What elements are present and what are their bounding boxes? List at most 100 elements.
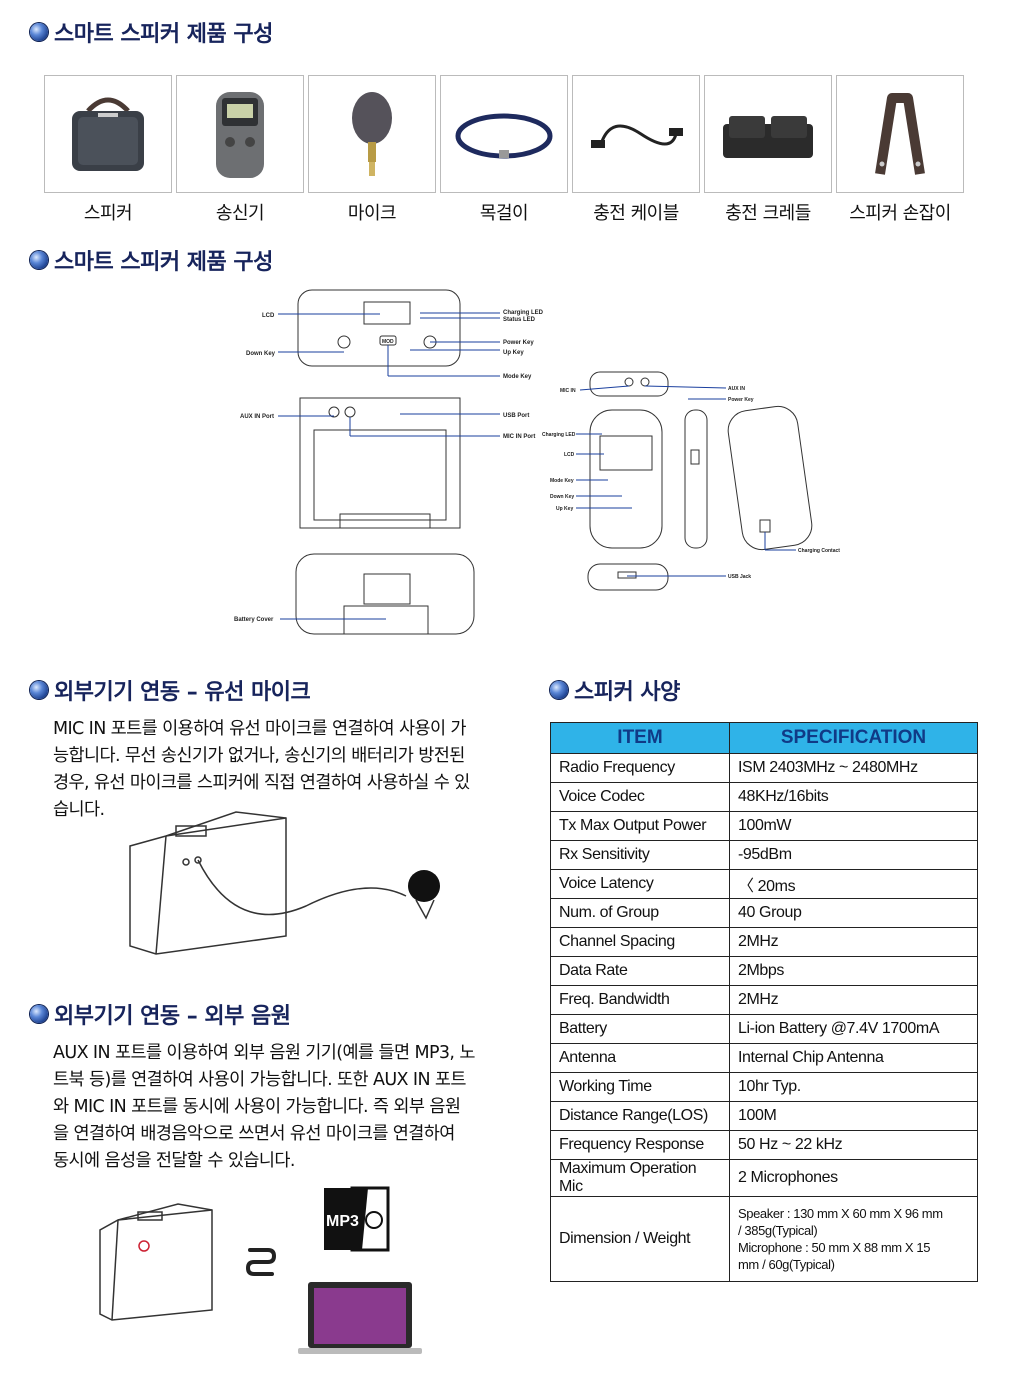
- spec-value-cell: Internal Chip Antenna: [729, 1043, 978, 1073]
- mic-description: MIC IN 포트를 이용하여 유선 마이크를 연결하여 사용이 가 능합니다.…: [53, 719, 470, 820]
- label-mic-in-port: MIC IN Port: [503, 434, 535, 440]
- table-row: Rx Sensitivity-95dBm: [550, 840, 978, 870]
- label-tx-charging-contact: Charging Contact: [798, 548, 840, 554]
- label-tx-up-key: Up Key: [556, 506, 573, 512]
- speaker-illustration: [99, 1203, 213, 1321]
- bullet-icon: [30, 251, 48, 269]
- section-title-wired-mic: 외부기기 연동 – 유선 마이크: [30, 674, 311, 706]
- spec-value-cell: 40 Group: [729, 898, 978, 928]
- handle-photo-icon: [875, 93, 925, 175]
- label-lcd: LCD: [262, 313, 275, 319]
- spec-value-cell: 10hr Typ.: [729, 1072, 978, 1102]
- spec-item-cell: Working Time: [550, 1072, 730, 1102]
- spec-item-cell: Dimension / Weight: [550, 1196, 730, 1282]
- table-header: ITEM SPECIFICATION: [550, 722, 978, 754]
- spec-value-cell: 2 Microphones: [729, 1159, 978, 1197]
- label-tx-down-key: Down Key: [550, 494, 574, 500]
- table-row: Distance Range(LOS)100M: [550, 1101, 978, 1131]
- spec-value-cell: Speaker : 130 mm X 60 mm X 96 mm/ 385g(T…: [729, 1196, 978, 1282]
- spec-value-cell: Li-ion Battery @7.4V 1700mA: [729, 1014, 978, 1044]
- cradle-photo-icon: [723, 116, 813, 158]
- spec-item-cell: Voice Codec: [550, 782, 730, 812]
- bullet-icon: [550, 681, 568, 699]
- label-usb-port: USB Port: [503, 413, 529, 419]
- mp3-icon: MP3: [324, 1186, 390, 1252]
- bullet-icon: [30, 23, 48, 41]
- product-transmitter: 송신기: [176, 75, 304, 225]
- section-title-external-audio: 외부기기 연동 – 외부 음원: [30, 998, 291, 1030]
- spec-item-cell: Radio Frequency: [550, 753, 730, 783]
- spec-item-cell: Frequency Response: [550, 1130, 730, 1160]
- product-label: 송신기: [215, 203, 265, 224]
- label-power-key: Power Key: [503, 340, 534, 346]
- dimension-line: Speaker : 130 mm X 60 mm X 96 mm: [738, 1206, 943, 1221]
- product-components: 스피커 송신기 마이크 목걸이 충전 케이블: [44, 75, 964, 225]
- label-tx-lcd: LCD: [564, 452, 575, 458]
- product-handle: 스피커 손잡이: [836, 75, 964, 225]
- spec-item-cell: Freq. Bandwidth: [550, 985, 730, 1015]
- spec-value-cell: 2MHz: [729, 927, 978, 957]
- spec-value-cell: 〈 20ms: [729, 869, 978, 899]
- product-speaker: 스피커: [44, 75, 172, 225]
- dimension-line: mm / 60g(Typical): [738, 1257, 835, 1272]
- microphone-photo-icon: [352, 92, 392, 176]
- header-item: ITEM: [550, 722, 730, 754]
- spec-item-cell: Rx Sensitivity: [550, 840, 730, 870]
- spec-item-cell: Voice Latency: [550, 869, 730, 899]
- product-cable: 충전 케이블: [572, 75, 700, 225]
- label-up-key: Up Key: [503, 350, 524, 356]
- parts-diagram: LCD Down Key Charging LED Status LED Pow…: [234, 289, 840, 635]
- section-title-spec: 스피커 사양: [550, 674, 680, 706]
- label-tx-power-key: Power Key: [728, 397, 754, 403]
- label-tx-usb-jack: USB Jack: [728, 574, 751, 580]
- spec-value-cell: -95dBm: [729, 840, 978, 870]
- lanyard-photo-icon: [455, 113, 553, 159]
- spec-value-cell: 2MHz: [729, 985, 978, 1015]
- spec-item-cell: Distance Range(LOS): [550, 1101, 730, 1131]
- link-icon: [245, 1248, 277, 1276]
- label-tx-aux-in: AUX IN: [728, 386, 745, 392]
- wired-mic-illustration: [129, 811, 440, 955]
- spec-value-cell: ISM 2403MHz ~ 2480MHz: [729, 753, 978, 783]
- label-battery-cover: Battery Cover: [234, 617, 274, 623]
- label-mode-key: Mode Key: [503, 374, 532, 380]
- spec-value-cell: 50 Hz ~ 22 kHz: [729, 1130, 978, 1160]
- speaker-photo-icon: [72, 97, 144, 171]
- spec-item-cell: Battery: [550, 1014, 730, 1044]
- spec-item-cell: Antenna: [550, 1043, 730, 1073]
- product-label: 스피커 손잡이: [849, 203, 951, 224]
- label-tx-charging-led: Charging LED: [542, 432, 576, 438]
- section-title-components: 스마트 스피커 제품 구성: [30, 16, 273, 48]
- bullet-icon: [30, 681, 48, 699]
- cable-photo-icon: [591, 124, 683, 148]
- bullet-icon: [30, 1005, 48, 1023]
- label-tx-mode-key: Mode Key: [550, 478, 574, 484]
- spec-value-cell: 48KHz/16bits: [729, 782, 978, 812]
- spec-item-cell: Channel Spacing: [550, 927, 730, 957]
- label-tx-mic-in: MIC IN: [560, 388, 576, 394]
- header-specification: SPECIFICATION: [729, 722, 978, 754]
- section-title-parts: 스마트 스피커 제품 구성: [30, 244, 273, 276]
- product-label: 마이크: [347, 203, 397, 224]
- spec-item-cell: Data Rate: [550, 956, 730, 986]
- audio-description: AUX IN 포트를 이용하여 외부 음원 기기(예를 들면 MP3, 노 트북…: [53, 1043, 475, 1171]
- spec-item-cell: Num. of Group: [550, 898, 730, 928]
- product-microphone: 마이크: [308, 75, 436, 225]
- product-label: 충전 케이블: [593, 203, 679, 224]
- label-mod-button: MOD: [382, 339, 394, 345]
- label-down-key: Down Key: [246, 351, 276, 357]
- product-lanyard: 목걸이: [440, 75, 568, 225]
- product-cradle: 충전 크레들: [704, 75, 832, 225]
